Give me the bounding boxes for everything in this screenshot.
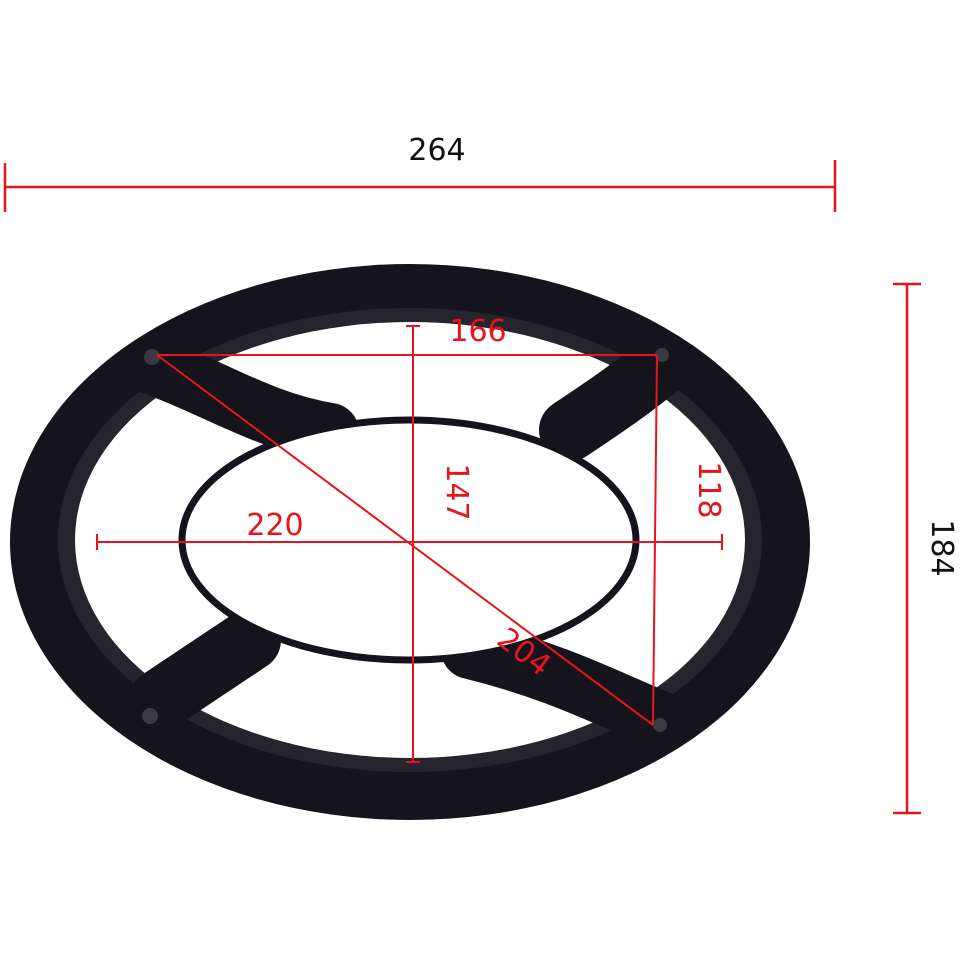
mount-hole-bottom-left <box>142 708 158 724</box>
mount-hole-top-right <box>655 348 669 362</box>
inner-dimension-lines <box>96 325 723 763</box>
mount-hole-top-left <box>144 349 160 365</box>
inner-width-label: 220 <box>246 508 303 543</box>
mount-hole-bottom-right <box>653 718 667 732</box>
grille-spokes <box>121 334 691 749</box>
inner-height-label: 147 <box>439 463 474 520</box>
hole-span-horizontal-label: 166 <box>449 314 506 349</box>
hole-diagonal-line <box>156 354 654 726</box>
overall-width-label: 264 <box>408 133 465 168</box>
grille-center-ellipse <box>178 416 640 664</box>
hole-right-line <box>652 354 658 726</box>
speaker-grille <box>10 264 810 820</box>
overall-height-label: 184 <box>924 519 959 576</box>
hole-span-vertical-label: 118 <box>691 461 726 518</box>
outer-dimension-lines <box>3 160 921 815</box>
